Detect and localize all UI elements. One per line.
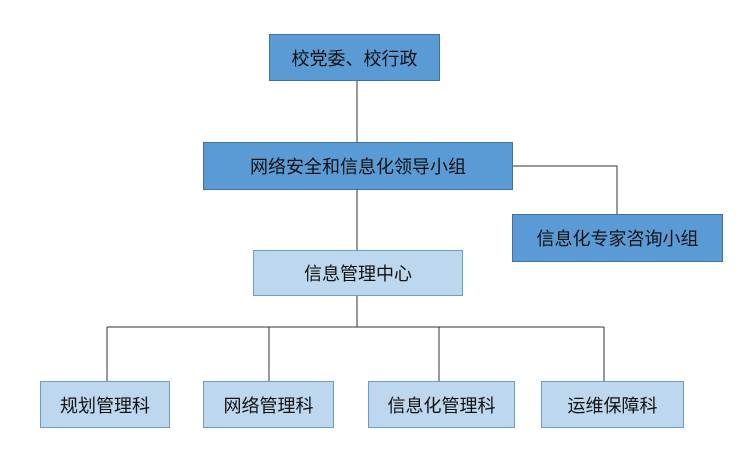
node-informatization-label: 信息化管理科	[387, 395, 496, 417]
node-leading-group: 网络安全和信息化领导小组	[203, 142, 513, 190]
node-operations-label: 运维保障科	[567, 395, 658, 417]
node-planning: 规划管理科	[40, 381, 170, 428]
node-network-label: 网络管理科	[223, 395, 314, 417]
node-expert-group-label: 信息化专家咨询小组	[536, 229, 699, 250]
node-center: 信息管理中心	[253, 250, 463, 296]
node-committee: 校党委、校行政	[269, 34, 440, 81]
node-network: 网络管理科	[203, 381, 334, 428]
node-leading-group-label: 网络安全和信息化领导小组	[250, 157, 466, 178]
node-committee-label: 校党委、校行政	[291, 48, 418, 70]
node-expert-group: 信息化专家咨询小组	[512, 214, 723, 262]
connector-leading-to-expert	[513, 165, 618, 214]
node-planning-label: 规划管理科	[60, 395, 150, 417]
node-informatization: 信息化管理科	[368, 381, 515, 428]
node-operations: 运维保障科	[541, 381, 684, 428]
node-center-label: 信息管理中心	[304, 264, 412, 285]
